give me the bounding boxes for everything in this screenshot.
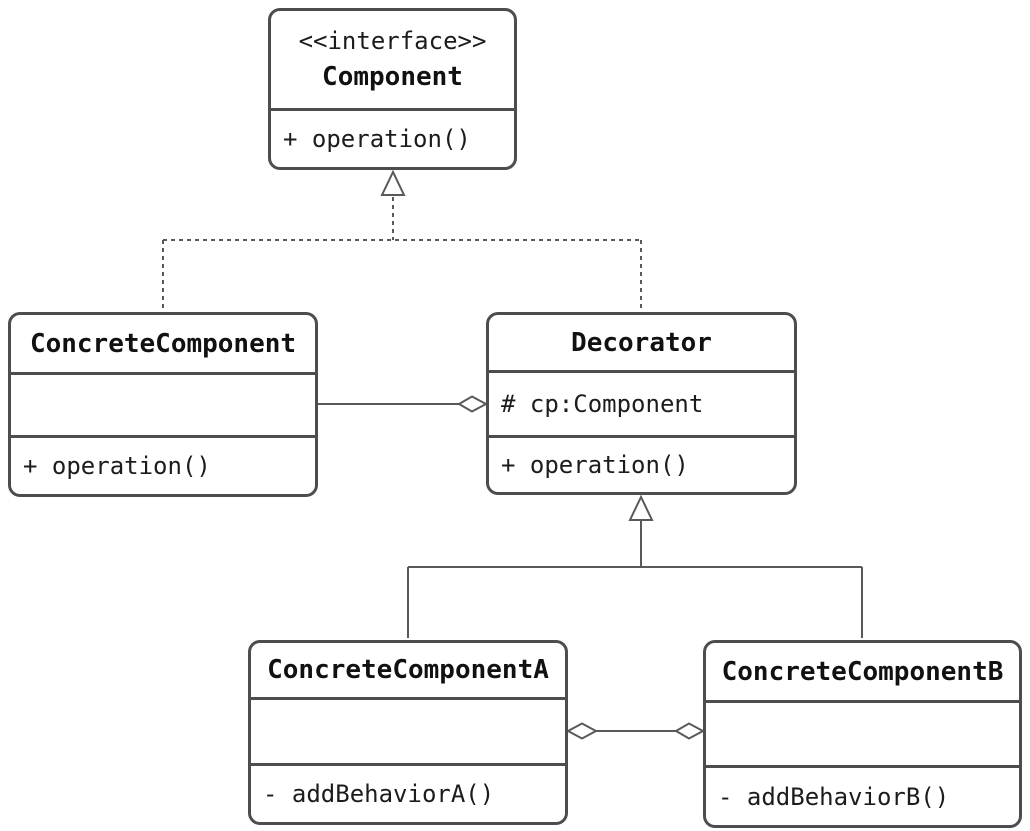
hollow-diamond-icon [456, 395, 489, 413]
class-component: <<interface>> Component + operation() [268, 8, 517, 170]
hollow-triangle-icon [380, 169, 406, 196]
class-concrete-component-b: ConcreteComponentB - addBehaviorB() [703, 640, 1022, 828]
attribute-label: # cp:Component [501, 390, 704, 418]
class-header: Decorator [489, 315, 794, 370]
class-header: ConcreteComponentB [706, 643, 1019, 700]
class-header: ConcreteComponentA [251, 643, 565, 697]
class-name: ConcreteComponentA [267, 655, 549, 685]
class-name: Decorator [571, 327, 712, 358]
methods-compartment: + operation() [11, 435, 315, 494]
methods-compartment: + operation() [271, 108, 514, 167]
method-label: + operation() [501, 451, 689, 479]
method-label: + operation() [23, 452, 211, 480]
method-label: - addBehaviorA() [263, 780, 495, 808]
stereotype-label: <<interface>> [298, 27, 487, 55]
class-header: ConcreteComponent [11, 315, 315, 372]
attributes-compartment: # cp:Component [489, 370, 794, 435]
hollow-triangle-icon [628, 494, 654, 521]
hollow-diamond-icon [673, 722, 706, 740]
class-name: ConcreteComponentB [721, 656, 1004, 687]
attributes-compartment [706, 700, 1019, 765]
class-name: Component [322, 62, 463, 92]
realization-connector [162, 197, 642, 310]
method-label: + operation() [283, 125, 471, 153]
class-decorator: Decorator # cp:Component + operation() [486, 312, 797, 495]
class-header: <<interface>> Component [271, 11, 514, 108]
class-concrete-component-a: ConcreteComponentA - addBehaviorA() [248, 640, 568, 825]
inheritance-connector [407, 520, 863, 638]
attributes-compartment [251, 697, 565, 763]
class-concrete-component: ConcreteComponent + operation() [8, 312, 318, 497]
method-label: - addBehaviorB() [718, 782, 950, 811]
methods-compartment: - addBehaviorB() [706, 765, 1019, 825]
methods-compartment: + operation() [489, 435, 794, 492]
class-name: ConcreteComponent [29, 328, 297, 359]
attributes-compartment [11, 372, 315, 435]
methods-compartment: - addBehaviorA() [251, 763, 565, 822]
hollow-diamond-icon [565, 722, 599, 740]
